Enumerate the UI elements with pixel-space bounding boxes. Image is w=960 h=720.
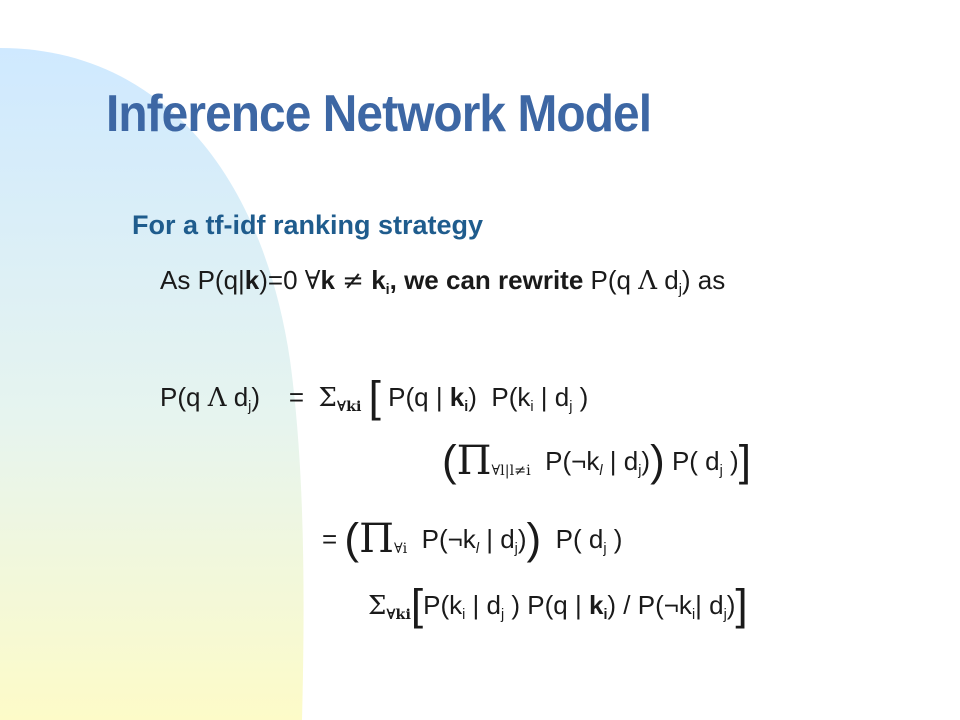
formula-line-1: As P(q|k)=0 ∀k ≠ ki, we can rewrite P(q … [160,265,726,298]
formula-line-4: = (Π∀i P(¬kl | dj)) P( dj ) [322,514,623,564]
slide-subtitle: For a tf-idf ranking strategy [132,210,484,240]
formula-line-5: Σ∀ki[P(ki | dj ) P(q | ki) / P(¬ki| dj)] [368,580,748,630]
formula-line-3: (Π∀l|l≠i P(¬kl | dj)) P( dj )] [442,436,751,486]
formula-line-2: P(q Λ dj) = Σ∀ki [ P(q | ki) P(ki | dj ) [160,372,589,422]
slide-title: Inference Network Model [106,85,652,143]
